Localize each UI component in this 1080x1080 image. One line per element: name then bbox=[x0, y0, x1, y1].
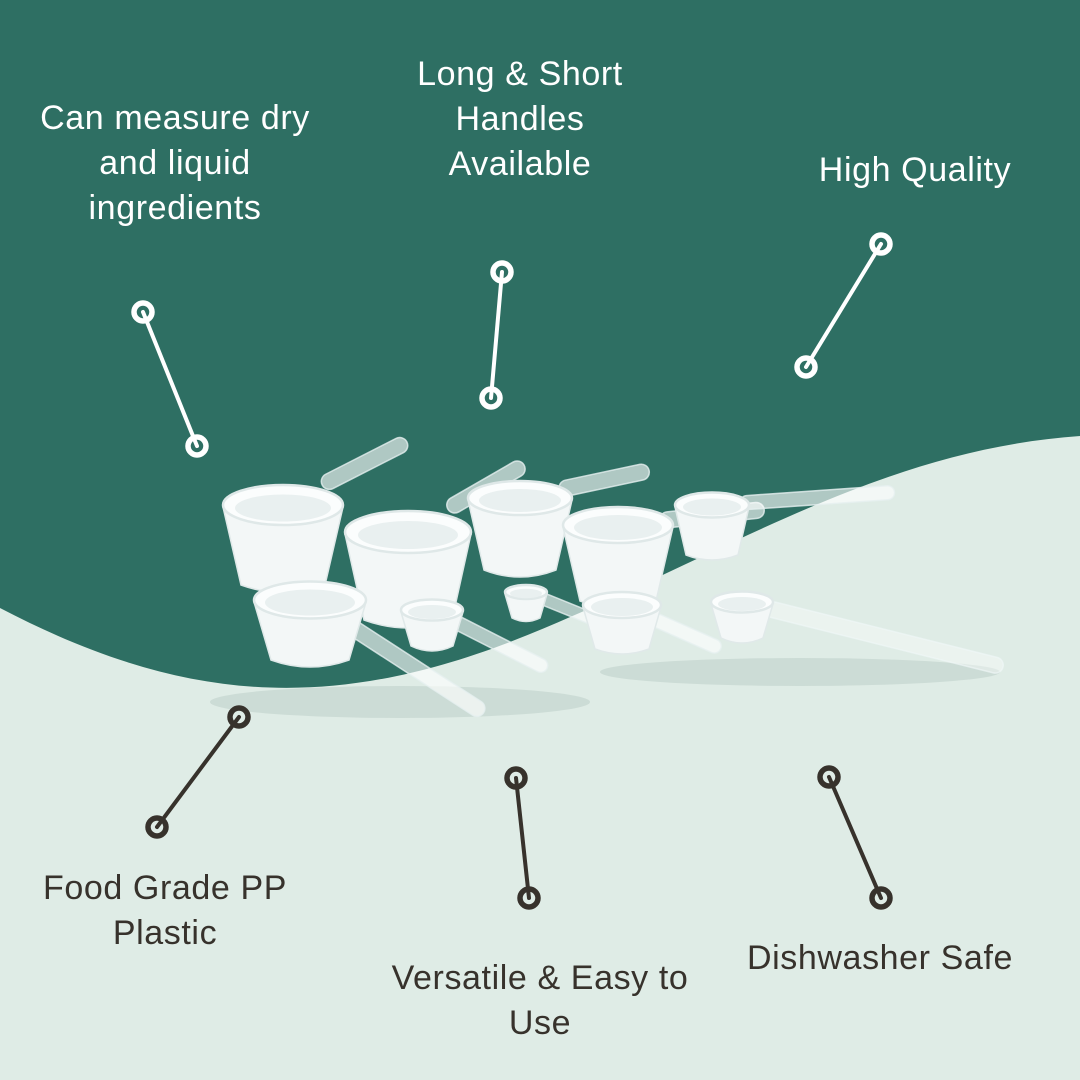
connector-top-right bbox=[794, 232, 893, 379]
connector-bottom-right bbox=[817, 765, 893, 910]
scoop-shadow bbox=[600, 658, 1000, 686]
callout-dishwasher-safe: Dishwasher Safe bbox=[746, 939, 1013, 977]
measuring-scoops-photo bbox=[221, 436, 1004, 718]
scoop-spoon-1 bbox=[399, 598, 549, 674]
callout-versatile-easy: Versatile & Easy to Use bbox=[391, 959, 689, 1042]
scoop-small-2 bbox=[581, 590, 723, 655]
callout-measure-dry-liquid: Can measure dry and liquid ingredients bbox=[40, 99, 310, 227]
callout-food-grade-pp: Food Grade PP Plastic bbox=[42, 869, 288, 952]
wave-shape bbox=[0, 436, 1080, 1080]
callout-high-quality: High Quality bbox=[818, 151, 1012, 189]
scoop-tiny bbox=[503, 583, 600, 626]
scoop-small-long-handle bbox=[673, 484, 896, 561]
connector-top-center bbox=[479, 260, 514, 410]
connector-bottom-center bbox=[504, 766, 541, 910]
connector-bottom-left bbox=[145, 705, 251, 839]
scoop-spoon-long-handle bbox=[709, 590, 1004, 674]
scoop-medium-3 bbox=[252, 580, 486, 718]
connector-top-left bbox=[131, 300, 209, 458]
scoop-shadow bbox=[210, 686, 590, 718]
scoop-medium-1 bbox=[466, 463, 651, 578]
scoop-large-1 bbox=[221, 436, 409, 594]
callout-long-short-handles: Long & Short Handles Available bbox=[417, 55, 623, 183]
